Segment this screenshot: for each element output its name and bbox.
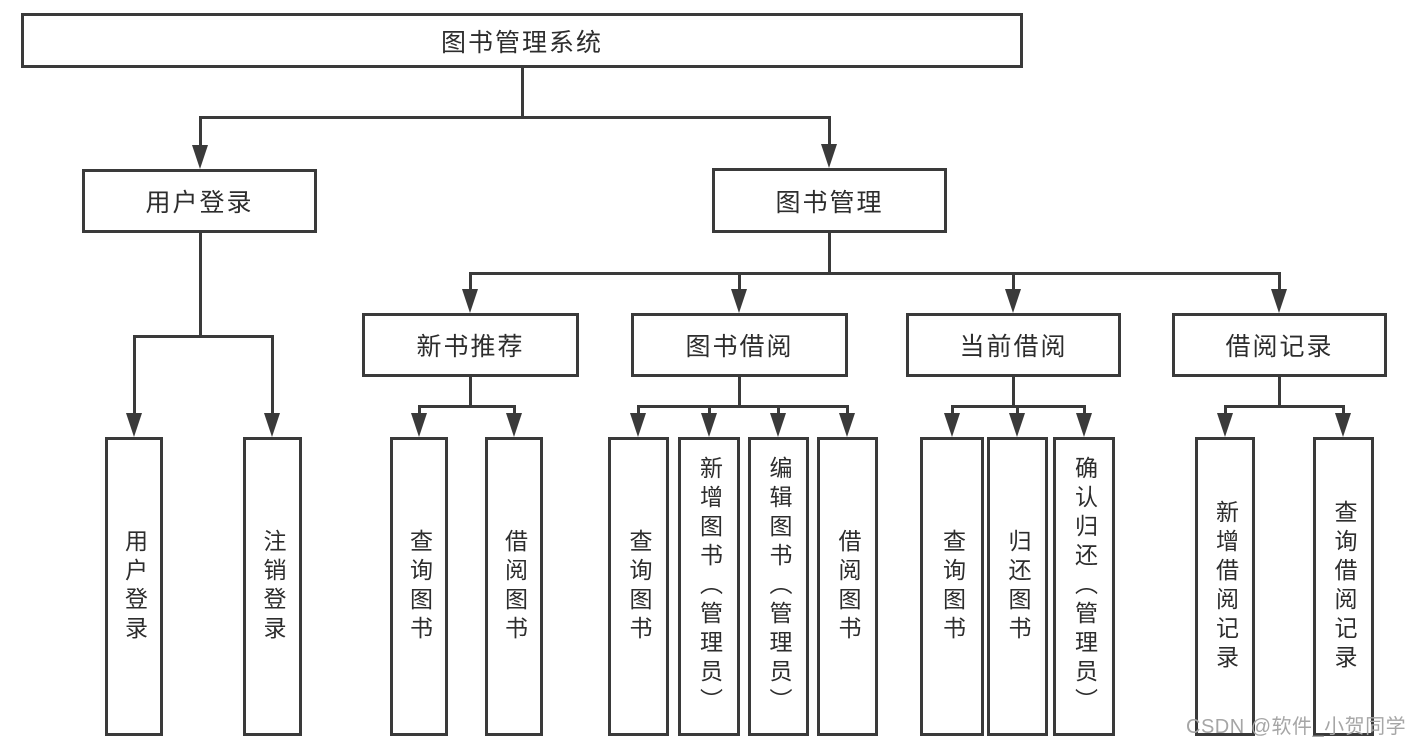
- connector-drop: [1015, 406, 1019, 417]
- node-return-books: 归还图书: [987, 437, 1048, 736]
- node-user-login: 用户登录: [82, 169, 317, 233]
- connector-drop: [737, 273, 741, 293]
- node-query-borrow-record: 查询借阅记录: [1313, 437, 1374, 736]
- arrowhead-down-icon: [506, 413, 522, 437]
- node-label: 新增图书（管理员）: [696, 456, 723, 717]
- arrowhead-down-icon: [1076, 413, 1092, 437]
- connector-drop: [512, 406, 516, 417]
- connector-drop: [845, 406, 849, 417]
- node-label: 图书管理系统: [440, 28, 603, 57]
- arrowhead-down-icon: [1335, 413, 1351, 437]
- node-add-books-admin: 新增图书（管理员）: [678, 437, 740, 736]
- arrowhead-down-icon: [701, 413, 717, 437]
- node-label: 查询图书: [626, 528, 652, 645]
- arrowhead-down-icon: [1217, 413, 1233, 437]
- arrowhead-down-icon: [264, 413, 280, 437]
- connector-drop: [132, 336, 136, 417]
- arrowhead-down-icon: [770, 413, 786, 437]
- connector-drop: [827, 117, 831, 148]
- node-user-login-leaf: 用户登录: [105, 437, 163, 736]
- connector-drop: [1341, 406, 1345, 417]
- node-system: 图书管理系统: [21, 13, 1023, 68]
- node-label: 当前借阅: [959, 333, 1068, 361]
- node-label: 编辑图书（管理员）: [766, 456, 792, 717]
- arrowhead-down-icon: [731, 289, 747, 313]
- node-book-borrowing: 图书借阅: [631, 313, 848, 377]
- node-confirm-return-admin: 确认归还（管理员）: [1053, 437, 1115, 736]
- node-label: 确认归还（管理员）: [1071, 456, 1098, 717]
- connector-drop: [636, 406, 640, 417]
- connector-bus: [468, 271, 1281, 275]
- node-label: 查询图书: [406, 528, 433, 645]
- connector-drop: [776, 406, 780, 417]
- node-edit-books-admin: 编辑图书（管理员）: [748, 437, 809, 736]
- connector-drop: [270, 336, 274, 417]
- node-label: 注销登录: [260, 528, 286, 645]
- node-label: 借阅记录: [1225, 333, 1334, 361]
- arrowhead-down-icon: [630, 413, 646, 437]
- connector-drop: [1223, 406, 1227, 417]
- node-label: 查询借阅记录: [1331, 499, 1357, 674]
- node-label: 归还图书: [1005, 528, 1031, 645]
- node-label: 借阅图书: [835, 528, 861, 645]
- connector-drop: [707, 406, 711, 417]
- arrowhead-down-icon: [411, 413, 427, 437]
- node-label: 图书管理: [775, 188, 884, 217]
- connector-bus: [636, 404, 849, 408]
- node-new-book-recommend: 新书推荐: [362, 313, 579, 377]
- node-borrow-books-1: 借阅图书: [485, 437, 543, 736]
- connector-drop: [1277, 273, 1281, 293]
- connector-drop: [1082, 406, 1086, 417]
- arrowhead-down-icon: [1271, 289, 1287, 313]
- node-label: 借阅图书: [501, 528, 528, 645]
- connector-stem: [198, 233, 202, 336]
- connector-drop: [198, 117, 202, 149]
- node-label: 用户登录: [121, 528, 148, 645]
- connector-stem: [737, 377, 741, 406]
- node-label: 查询图书: [939, 528, 966, 645]
- node-label: 新增借阅记录: [1212, 499, 1239, 674]
- connector-bus: [1223, 404, 1345, 408]
- arrowhead-down-icon: [821, 144, 837, 168]
- arrowhead-down-icon: [126, 413, 142, 437]
- connector-stem: [1277, 377, 1281, 406]
- connector-drop: [950, 406, 954, 417]
- connector-drop: [417, 406, 421, 417]
- node-borrow-books-2: 借阅图书: [817, 437, 878, 736]
- connector-stem: [1011, 377, 1015, 406]
- arrowhead-down-icon: [462, 289, 478, 313]
- node-add-borrow-record: 新增借阅记录: [1195, 437, 1255, 736]
- connector-drop: [468, 273, 472, 293]
- arrowhead-down-icon: [839, 413, 855, 437]
- node-label: 用户登录: [145, 189, 254, 217]
- node-current-borrowing: 当前借阅: [906, 313, 1121, 377]
- node-borrowing-records: 借阅记录: [1172, 313, 1387, 377]
- connector-bus: [417, 404, 516, 408]
- arrowhead-down-icon: [944, 413, 960, 437]
- arrowhead-down-icon: [1009, 413, 1025, 437]
- connector-drop: [1011, 273, 1015, 293]
- node-label: 新书推荐: [416, 333, 525, 361]
- csdn-watermark: CSDN @软件_小贺同学: [1186, 716, 1405, 738]
- arrowhead-down-icon: [192, 145, 208, 169]
- node-logout-leaf: 注销登录: [243, 437, 302, 736]
- node-query-books-2: 查询图书: [608, 437, 669, 736]
- connector-stem: [520, 68, 524, 117]
- node-book-management: 图书管理: [712, 168, 947, 233]
- connector-bus: [132, 334, 274, 338]
- node-label: 图书借阅: [685, 333, 794, 361]
- connector-bus: [198, 115, 831, 119]
- arrowhead-down-icon: [1005, 289, 1021, 313]
- node-query-books-1: 查询图书: [390, 437, 448, 736]
- node-query-books-3: 查询图书: [920, 437, 984, 736]
- connector-stem: [468, 377, 472, 406]
- connector-stem: [827, 233, 831, 273]
